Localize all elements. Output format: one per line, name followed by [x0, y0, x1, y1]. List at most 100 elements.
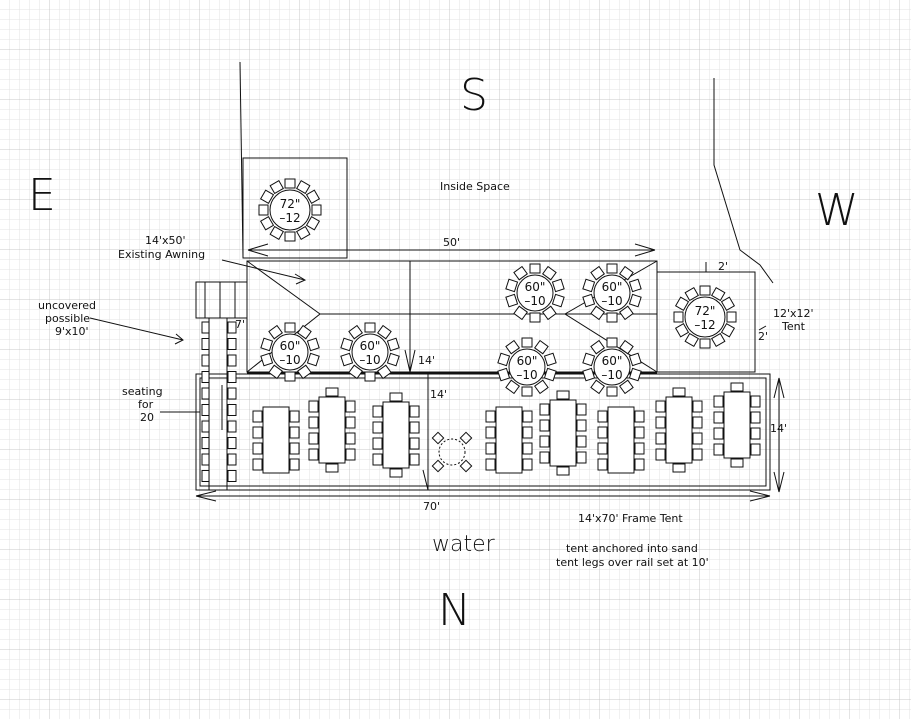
chair: [386, 337, 400, 352]
chair: [345, 448, 356, 461]
chair: [606, 337, 618, 348]
chair: [674, 296, 690, 312]
chair: [634, 458, 645, 471]
chair: [295, 179, 311, 195]
chair: [306, 337, 320, 352]
banquet-table: [485, 406, 533, 474]
chair: [305, 189, 321, 205]
chair: [539, 403, 550, 416]
chair: [252, 410, 263, 423]
chair: [284, 178, 296, 189]
chair: [582, 352, 596, 367]
chair: [655, 448, 666, 461]
chair: [227, 338, 237, 350]
table-seats: –12: [694, 318, 715, 332]
chair: [268, 324, 283, 340]
chair: [377, 324, 392, 340]
bench-seating: [201, 321, 237, 482]
chair: [485, 410, 496, 423]
dim-14-right: 14': [770, 422, 787, 435]
chair: [539, 419, 550, 432]
seating-label-2: for: [138, 398, 154, 411]
chair: [750, 395, 761, 408]
chair: [340, 337, 354, 352]
dim-2-side: 2': [758, 330, 768, 343]
chair: [227, 453, 237, 466]
chair: [628, 367, 642, 382]
inside-space-corner: [242, 157, 348, 259]
round-table: 60"–10: [582, 337, 642, 397]
chair: [345, 432, 356, 445]
round-table: 60"–10: [260, 322, 320, 382]
seating-label-3: 20: [140, 411, 154, 424]
chair: [485, 426, 496, 439]
chair: [409, 453, 420, 466]
chair: [551, 293, 565, 308]
chair: [590, 379, 605, 395]
chair: [505, 339, 520, 355]
chair: [673, 311, 684, 323]
tent12-label: 12'x12': [773, 307, 814, 320]
chair: [692, 448, 703, 461]
chair: [348, 364, 363, 380]
chair: [258, 204, 269, 216]
chair: [269, 225, 285, 241]
chair: [252, 426, 263, 439]
chair: [576, 435, 587, 448]
chair: [542, 305, 557, 321]
banquet-table: [308, 387, 356, 473]
chair: [556, 390, 570, 400]
chair: [597, 410, 608, 423]
chair: [325, 463, 339, 473]
chair: [345, 400, 356, 413]
round-table: 60"–10: [505, 263, 565, 323]
compass-east: E: [28, 170, 56, 221]
chair: [597, 426, 608, 439]
chair: [284, 371, 296, 382]
table-size: 60": [360, 339, 381, 353]
chair: [720, 322, 736, 338]
chair: [529, 312, 541, 323]
chair: [720, 296, 736, 312]
chair: [684, 332, 700, 348]
chair: [505, 293, 519, 308]
chair: [655, 432, 666, 445]
chair: [305, 215, 321, 231]
chair: [284, 322, 296, 333]
chair: [259, 215, 275, 231]
chair: [513, 265, 528, 281]
table-seats: –10: [279, 353, 300, 367]
table-seats: –12: [279, 211, 300, 225]
chair: [672, 387, 686, 397]
chair: [345, 416, 356, 429]
chair: [505, 278, 519, 293]
chair: [201, 354, 210, 367]
chair: [606, 263, 618, 274]
chair: [364, 371, 376, 382]
chair: [750, 427, 761, 440]
chair: [505, 379, 520, 395]
chair: [699, 338, 711, 349]
compass-south: S: [460, 70, 488, 121]
chair: [576, 403, 587, 416]
chair: [377, 364, 392, 380]
chair: [590, 339, 605, 355]
chair: [227, 371, 237, 383]
chair: [750, 411, 761, 424]
chair: [289, 458, 300, 471]
chair: [201, 387, 210, 400]
note-line-1: tent anchored into sand: [566, 542, 698, 555]
chair: [485, 458, 496, 471]
chair: [692, 400, 703, 413]
chair: [542, 265, 557, 281]
chair: [713, 411, 724, 424]
chair: [529, 263, 541, 274]
chair: [201, 470, 210, 482]
chair: [543, 367, 557, 382]
chair: [201, 371, 210, 383]
table-size: 60": [280, 339, 301, 353]
chair: [201, 338, 210, 350]
chair: [597, 458, 608, 471]
note-line-2: tent legs over rail set at 10': [556, 556, 709, 569]
chair: [713, 443, 724, 456]
